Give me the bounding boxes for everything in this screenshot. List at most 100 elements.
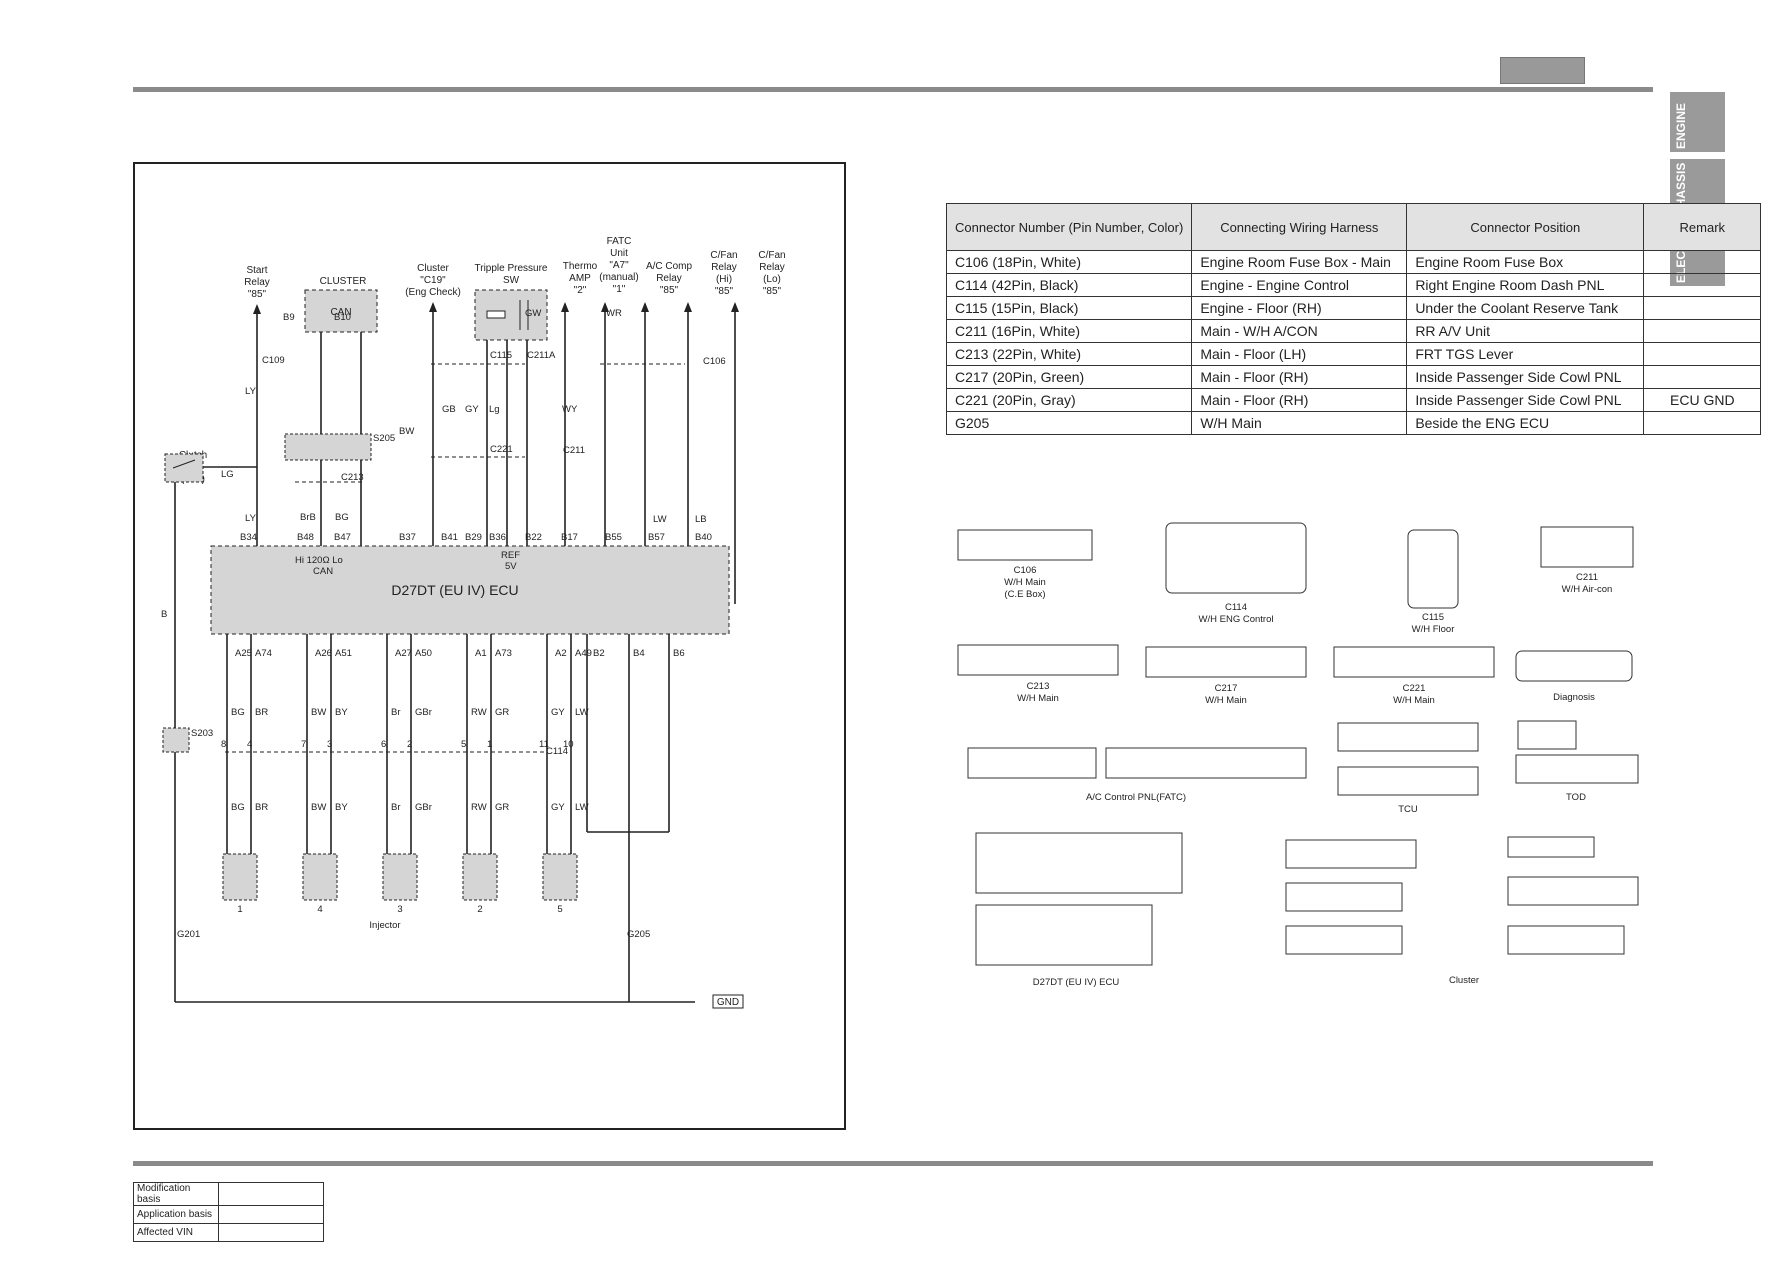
svg-text:Cluster: Cluster	[1449, 975, 1479, 986]
svg-text:A/C Control PNL(FATC): A/C Control PNL(FATC)	[1086, 792, 1186, 803]
svg-text:3: 3	[327, 739, 332, 750]
connector-cluster-a	[1285, 839, 1417, 869]
svg-text:WY: WY	[562, 404, 578, 415]
side-tab-engine[interactable]: ENGINE	[1670, 92, 1725, 152]
svg-text:GBr: GBr	[415, 802, 432, 813]
table-row: C106 (18Pin, White)Engine Room Fuse Box …	[945, 250, 1762, 274]
table-row: C213 (22Pin, White)Main - Floor (LH)FRT …	[945, 342, 1762, 366]
svg-text:BY: BY	[335, 802, 348, 813]
svg-text:B4: B4	[633, 648, 645, 659]
connector-ecu-a	[975, 832, 1183, 894]
injector-label: Injector	[369, 920, 400, 931]
svg-text:GBr: GBr	[415, 707, 432, 718]
svg-text:11: 11	[539, 739, 549, 750]
svg-text:B40: B40	[695, 532, 712, 543]
header-harness: Connecting Wiring Harness	[1191, 203, 1408, 251]
connector-c106	[957, 529, 1093, 561]
svg-text:(Lo): (Lo)	[763, 274, 781, 285]
svg-text:B29: B29	[465, 532, 482, 543]
svg-text:Unit: Unit	[610, 248, 628, 259]
svg-text:W/H ENG Control: W/H ENG Control	[1199, 614, 1274, 625]
affected-vin-label: Affected VIN	[133, 1223, 219, 1242]
svg-text:C106: C106	[1014, 565, 1037, 576]
cluster-c19-label: Cluster	[417, 263, 449, 274]
footer-rule	[133, 1161, 1653, 1166]
svg-text:BG: BG	[231, 802, 245, 813]
thermo-amp-label: Thermo	[563, 261, 598, 272]
svg-text:B10: B10	[334, 312, 351, 323]
connector-diagnosis	[1515, 650, 1633, 682]
svg-text:A25: A25	[235, 648, 252, 659]
svg-text:C114: C114	[1225, 602, 1247, 613]
svg-text:C217: C217	[1215, 683, 1238, 694]
svg-text:A1: A1	[475, 648, 487, 659]
application-basis-label: Application basis	[133, 1205, 219, 1224]
svg-text:C221: C221	[1403, 683, 1426, 694]
svg-text:W/H Floor: W/H Floor	[1412, 624, 1455, 635]
connector-ecu-b	[975, 904, 1153, 966]
table-row: C114 (42Pin, Black)Engine - Engine Contr…	[945, 273, 1762, 297]
svg-text:GND: GND	[717, 997, 739, 1008]
svg-text:BG: BG	[231, 707, 245, 718]
ac-comp-label: A/C Comp	[646, 261, 693, 272]
svg-text:4: 4	[317, 904, 322, 915]
svg-text:5V: 5V	[505, 561, 517, 572]
page-header-box	[1500, 57, 1585, 84]
connector-c211	[1540, 526, 1634, 568]
svg-text:GB: GB	[442, 404, 456, 415]
svg-text:A74: A74	[255, 648, 272, 659]
connector-tcu-a	[1337, 722, 1479, 752]
svg-text:B57: B57	[648, 532, 665, 543]
table-row: C221 (20Pin, Gray)Main - Floor (RH)Insid…	[945, 388, 1762, 412]
connector-ac-panel-b	[1105, 747, 1307, 779]
svg-text:BW: BW	[399, 426, 414, 437]
injector-5	[542, 853, 578, 901]
connector-tod-b	[1515, 754, 1639, 784]
svg-text:Relay: Relay	[759, 262, 785, 273]
svg-text:"A7": "A7"	[609, 260, 629, 271]
wiring-diagram: Start Relay "85" CLUSTER Cluster "C19" (…	[133, 162, 846, 1130]
svg-text:B48: B48	[297, 532, 314, 543]
header-position: Connector Position	[1406, 203, 1645, 251]
svg-text:W/H Main: W/H Main	[1017, 693, 1059, 704]
svg-text:B: B	[161, 609, 167, 620]
connector-ac-panel-a	[967, 747, 1097, 779]
svg-text:LB: LB	[695, 514, 707, 525]
svg-text:GY: GY	[551, 707, 565, 718]
svg-text:8: 8	[221, 739, 226, 750]
svg-text:BY: BY	[335, 707, 348, 718]
svg-text:BW: BW	[311, 802, 326, 813]
svg-text:BrB: BrB	[300, 512, 316, 523]
header-connector-number: Connector Number (Pin Number, Color)	[945, 203, 1193, 251]
table-row: C115 (15Pin, Black)Engine - Floor (RH)Un…	[945, 296, 1762, 320]
svg-text:2: 2	[477, 904, 482, 915]
svg-text:TOD: TOD	[1566, 792, 1586, 803]
svg-text:W/H Main: W/H Main	[1004, 577, 1046, 588]
svg-text:LW: LW	[575, 707, 589, 718]
svg-text:"1": "1"	[613, 284, 626, 295]
header-rule	[133, 87, 1653, 92]
svg-text:10: 10	[563, 739, 574, 750]
connector-views: C106 W/H Main (C.E Box) C114 W/H ENG Con…	[957, 522, 1639, 988]
connector-c115	[1407, 529, 1459, 609]
table-row: C217 (20Pin, Green)Main - Floor (RH)Insi…	[945, 365, 1762, 389]
svg-text:Lg: Lg	[489, 404, 500, 415]
svg-text:GY: GY	[465, 404, 479, 415]
svg-text:"C19": "C19"	[420, 275, 446, 286]
svg-text:1: 1	[487, 739, 492, 750]
clutch-switch-box	[164, 453, 204, 483]
cfan-lo-label: C/Fan	[758, 250, 785, 261]
svg-text:GY: GY	[551, 802, 565, 813]
connector-cluster-d	[1285, 882, 1403, 912]
svg-text:Relay: Relay	[711, 262, 737, 273]
svg-text:1: 1	[237, 904, 242, 915]
svg-text:W/H Main: W/H Main	[1205, 695, 1247, 706]
tripple-pressure-label: Tripple Pressure	[475, 263, 548, 274]
injector-4	[302, 853, 338, 901]
connector-c221	[1333, 646, 1495, 678]
svg-text:B22: B22	[525, 532, 542, 543]
svg-text:2: 2	[407, 739, 412, 750]
svg-text:GW: GW	[525, 308, 541, 319]
splice-s203	[162, 727, 190, 753]
